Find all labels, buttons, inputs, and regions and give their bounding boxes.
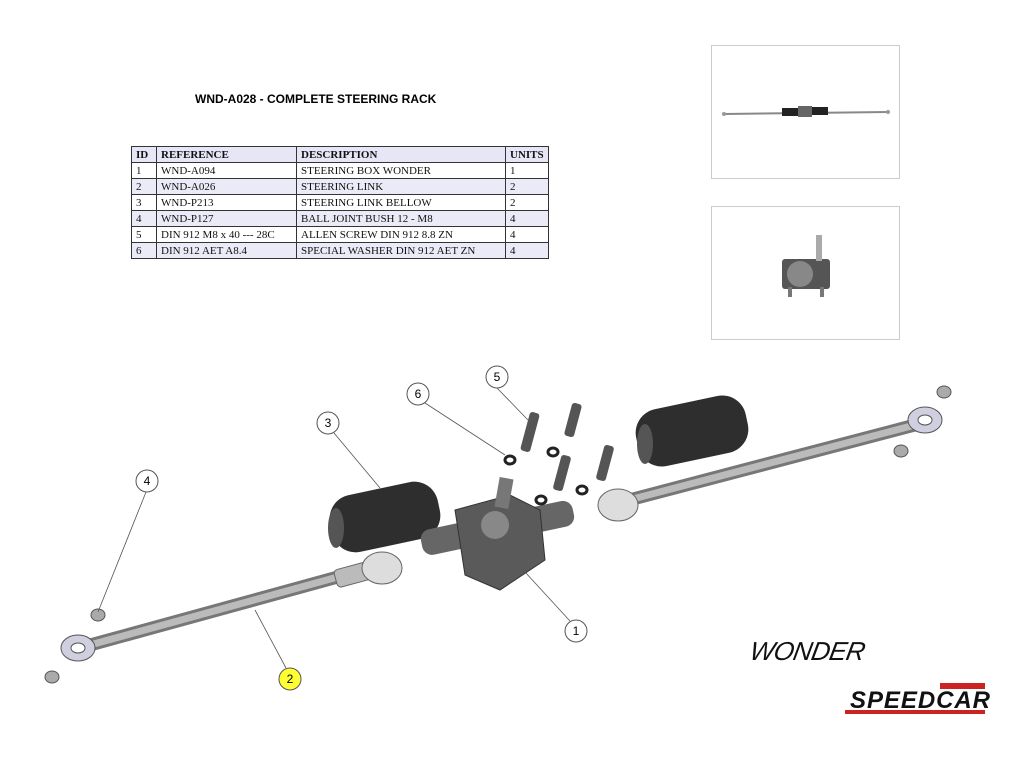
header-units: UNITS <box>505 146 549 163</box>
cell-description: ALLEN SCREW DIN 912 8.8 ZN <box>296 226 506 243</box>
table-header: ID REFERENCE DESCRIPTION UNITS <box>131 146 549 163</box>
svg-text:SPEEDCAR: SPEEDCAR <box>850 687 991 714</box>
callout-5: 5 <box>485 365 509 389</box>
callout-3: 3 <box>316 411 340 435</box>
right-bellow <box>635 395 749 467</box>
svg-text:3: 3 <box>325 416 332 430</box>
svg-text:WONDER: WONDER <box>748 636 868 666</box>
left-steering-link <box>60 551 403 662</box>
callout-6: 6 <box>406 382 430 406</box>
header-reference: REFERENCE <box>156 146 297 163</box>
header-description: DESCRIPTION <box>296 146 506 163</box>
svg-text:6: 6 <box>415 387 422 401</box>
cell-reference: DIN 912 AET A8.4 <box>156 242 297 259</box>
cell-units: 1 <box>505 162 549 179</box>
header-id: ID <box>131 146 157 163</box>
allen-screws <box>520 402 614 492</box>
cell-description: SPECIAL WASHER DIN 912 AET ZN <box>296 242 506 259</box>
svg-text:2: 2 <box>287 672 294 686</box>
ball-joint-bushes <box>44 385 952 684</box>
washers <box>503 446 589 506</box>
cell-description: STEERING BOX WONDER <box>296 162 506 179</box>
cell-reference: WND-P213 <box>156 194 297 211</box>
cell-units: 4 <box>505 210 549 227</box>
cell-id: 2 <box>131 178 157 195</box>
callout-1: 1 <box>564 619 588 643</box>
wonder-logo: WONDER <box>748 636 868 666</box>
page-title: WND-A028 - COMPLETE STEERING RACK <box>195 92 437 106</box>
svg-text:1: 1 <box>573 624 580 638</box>
left-bellow <box>328 481 441 553</box>
callout-4: 4 <box>135 469 159 493</box>
svg-text:4: 4 <box>144 474 151 488</box>
right-steering-link <box>597 406 943 522</box>
cell-description: STEERING LINK <box>296 178 506 195</box>
cell-units: 4 <box>505 242 549 259</box>
thumbnail-complete-rack <box>711 45 900 179</box>
steering-box <box>420 477 575 591</box>
thumbnail-steering-box <box>711 206 900 340</box>
speedcar-logo: SPEEDCAR <box>845 683 991 714</box>
steering-box-thumbnail-image <box>782 235 830 297</box>
leader-lines <box>97 387 571 669</box>
svg-text:5: 5 <box>494 370 501 384</box>
callout-2: 2 <box>278 667 302 691</box>
rack-thumbnail-image <box>722 106 890 117</box>
cell-reference: WND-P127 <box>156 210 297 227</box>
